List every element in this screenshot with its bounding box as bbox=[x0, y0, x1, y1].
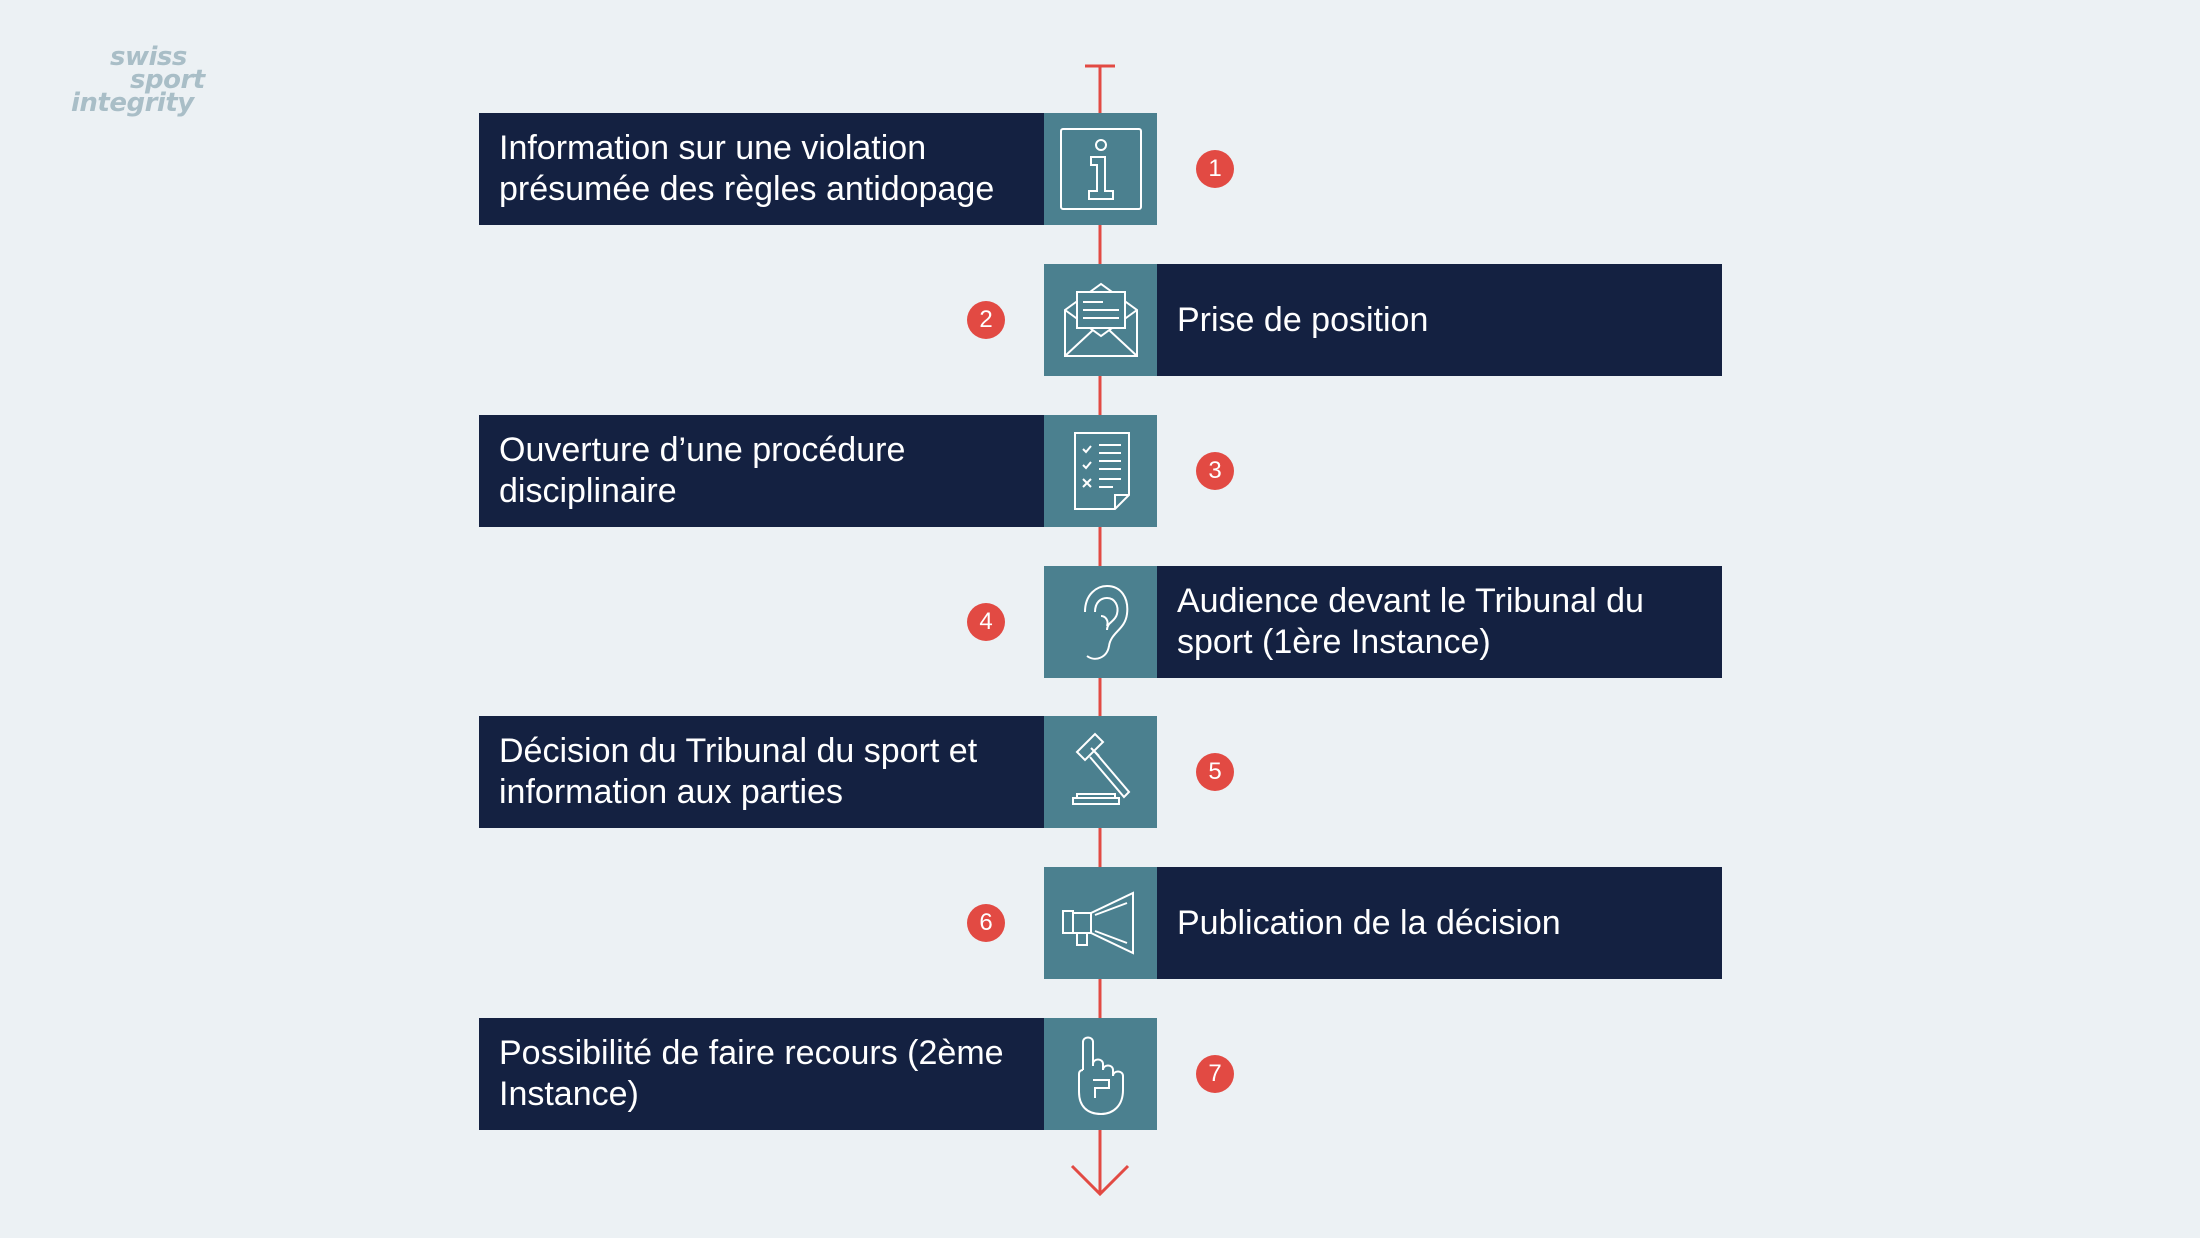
ear-icon bbox=[1044, 566, 1157, 678]
step-6-label: Publication de la décision bbox=[1157, 867, 1722, 979]
logo-line-1: swiss bbox=[110, 42, 187, 72]
step-3-badge: 3 bbox=[1196, 452, 1234, 490]
swiss-sport-integrity-logo: swiss sport integrity bbox=[68, 42, 205, 118]
info-icon bbox=[1044, 113, 1157, 225]
envelope-letter-icon bbox=[1044, 264, 1157, 376]
step-1-badge: 1 bbox=[1196, 150, 1234, 188]
gavel-icon bbox=[1044, 716, 1157, 828]
pointing-hand-icon bbox=[1044, 1018, 1157, 1130]
step-3-label: Ouverture d’une procédure disciplinaire bbox=[479, 415, 1044, 527]
axis-arrow-head bbox=[1070, 1164, 1130, 1197]
step-6-badge: 6 bbox=[967, 904, 1005, 942]
logo-line-2: sport bbox=[130, 65, 205, 95]
step-1-label: Information sur une violation présumée d… bbox=[479, 113, 1044, 225]
step-2-badge: 2 bbox=[967, 301, 1005, 339]
step-7-label: Possibilité de faire recours (2ème Insta… bbox=[479, 1018, 1044, 1130]
checklist-document-icon bbox=[1044, 415, 1157, 527]
step-2-label: Prise de position bbox=[1157, 264, 1722, 376]
step-5-badge: 5 bbox=[1196, 753, 1234, 791]
step-4-label: Audience devant le Tribunal du sport (1è… bbox=[1157, 566, 1722, 678]
logo-line-3: integrity bbox=[71, 88, 194, 118]
step-5-label: Décision du Tribunal du sport et informa… bbox=[479, 716, 1044, 828]
step-4-badge: 4 bbox=[967, 603, 1005, 641]
step-7-badge: 7 bbox=[1196, 1055, 1234, 1093]
megaphone-icon bbox=[1044, 867, 1157, 979]
